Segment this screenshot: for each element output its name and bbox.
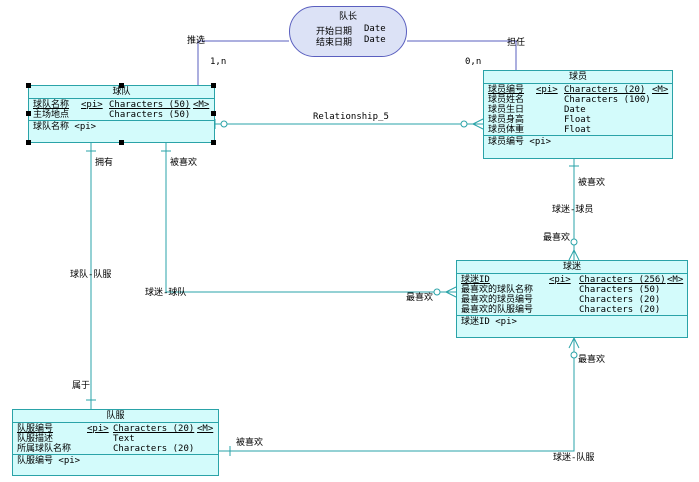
player-identifier: 球员编号 <pi> [488, 137, 552, 147]
fan-team-label: 球迷-球队 [145, 288, 187, 298]
player-attribute-row: 球员编号 <pi> Characters (20) <M> [488, 85, 669, 95]
liked-by-player-label: 被喜欢 [578, 178, 606, 188]
selection-handle[interactable] [26, 140, 31, 145]
player-attribute-row: 球员身高 Float [488, 115, 592, 125]
selection-handle[interactable] [26, 83, 31, 88]
selection-handle[interactable] [211, 111, 216, 116]
most-like-player-label: 最喜欢 [543, 233, 571, 243]
selection-handle[interactable] [119, 83, 124, 88]
player-cardinality-label: 0,n [465, 57, 482, 67]
fan-attribute-row: 最喜欢的球队名称 Characters (50) [461, 285, 661, 295]
team-fan-line [165, 143, 456, 293]
team-attributes: 球队名称 <pi> Characters (50) <M> 主场地点 Chara… [29, 99, 214, 121]
player-attributes: 球员编号 <pi> Characters (20) <M> 球员姓名 Chara… [484, 84, 672, 136]
relationship-5-crow-a [472, 118, 484, 125]
uniform-attribute-row: 队服编号 <pi> Characters (20) <M> [17, 424, 214, 434]
fan-entity-title: 球迷 [457, 261, 687, 274]
captain-player-line [407, 40, 517, 70]
uniform-attribute-row: 所属球队名称 Characters (20) [17, 444, 195, 454]
selection-handle[interactable] [119, 140, 124, 145]
selection-handle[interactable] [211, 140, 216, 145]
team-entity-title: 球队 [29, 86, 214, 99]
team-fan-crow-b [445, 291, 457, 298]
team-attribute-row: 球队名称 <pi> Characters (50) <M> [33, 100, 210, 110]
fan-identifier: 球迷ID <pi> [461, 317, 517, 327]
captain-team-line [197, 40, 289, 85]
fan-uniform-crow-b [573, 337, 580, 349]
fan-uniform-label: 球迷-队服 [553, 453, 595, 463]
fan-uniform-crow-a [568, 337, 575, 349]
serve-label: 担任 [507, 38, 526, 48]
player-attribute-row: 球员姓名 Characters (100) [488, 95, 651, 105]
captain-relationship-entity[interactable]: 队长 开始日期 Date 结束日期 Date [289, 6, 407, 57]
liked-by-team-label: 被喜欢 [170, 158, 198, 168]
player-fan-crow-a [568, 249, 575, 261]
team-entity[interactable]: 球队 球队名称 <pi> Characters (50) <M> 主场地点 Ch… [28, 85, 215, 143]
uniform-entity[interactable]: 队服 队服编号 <pi> Characters (20) <M> 队服描述 Te… [12, 409, 219, 476]
most-like-team-label: 最喜欢 [406, 293, 434, 303]
player-entity-title: 球员 [484, 71, 672, 84]
player-attribute-row: 球员体重 Float [488, 125, 592, 135]
uniform-attribute-row: 队服描述 Text [17, 434, 135, 444]
relationship-5-player-circle [460, 120, 468, 128]
promote-label: 推选 [187, 36, 206, 46]
team-fan-crow-a [445, 286, 457, 293]
uniform-entity-title: 队服 [13, 410, 218, 423]
fan-uniform-line [219, 338, 575, 452]
player-fan-crow-b [573, 249, 580, 261]
fan-attribute-row: 球迷ID <pi> Characters (256) <M> [461, 275, 684, 285]
player-attribute-row: 球员生日 Date [488, 105, 586, 115]
liked-by-uniform-label: 被喜欢 [236, 438, 264, 448]
uniform-identifier: 队服编号 <pi> [17, 456, 81, 466]
belongs-label: 属于 [72, 381, 91, 391]
selection-handle[interactable] [26, 111, 31, 116]
uniform-attributes: 队服编号 <pi> Characters (20) <M> 队服描述 Text … [13, 423, 218, 455]
team-attribute-row: 主场地点 Characters (50) [33, 110, 191, 120]
selection-handle[interactable] [211, 83, 216, 88]
player-entity[interactable]: 球员 球员编号 <pi> Characters (20) <M> 球员姓名 Ch… [483, 70, 673, 159]
captain-title: 队长 [338, 12, 357, 22]
fan-entity[interactable]: 球迷 球迷ID <pi> Characters (256) <M> 最喜欢的球队… [456, 260, 688, 338]
fan-player-label: 球迷-球员 [552, 205, 594, 215]
relationship-5-label: Relationship_5 [313, 112, 389, 122]
team-fan-circle [433, 288, 441, 296]
relationship-5-crow-b [472, 123, 484, 130]
has-label: 拥有 [95, 158, 114, 168]
relationship-5-team-circle [220, 120, 228, 128]
fan-attributes: 球迷ID <pi> Characters (256) <M> 最喜欢的球队名称 … [457, 274, 687, 316]
team-identifier: 球队名称 <pi> [33, 122, 97, 132]
fan-attribute-row: 最喜欢的队服编号 Characters (20) [461, 305, 661, 315]
most-like-uniform-label: 最喜欢 [578, 355, 606, 365]
fan-uniform-circle [570, 351, 578, 359]
player-fan-circle [570, 238, 578, 246]
team-cardinality-label: 1,n [210, 57, 227, 67]
fan-attribute-row: 最喜欢的球员编号 Characters (20) [461, 295, 661, 305]
team-uniform-label: 球队-队服 [70, 270, 112, 280]
